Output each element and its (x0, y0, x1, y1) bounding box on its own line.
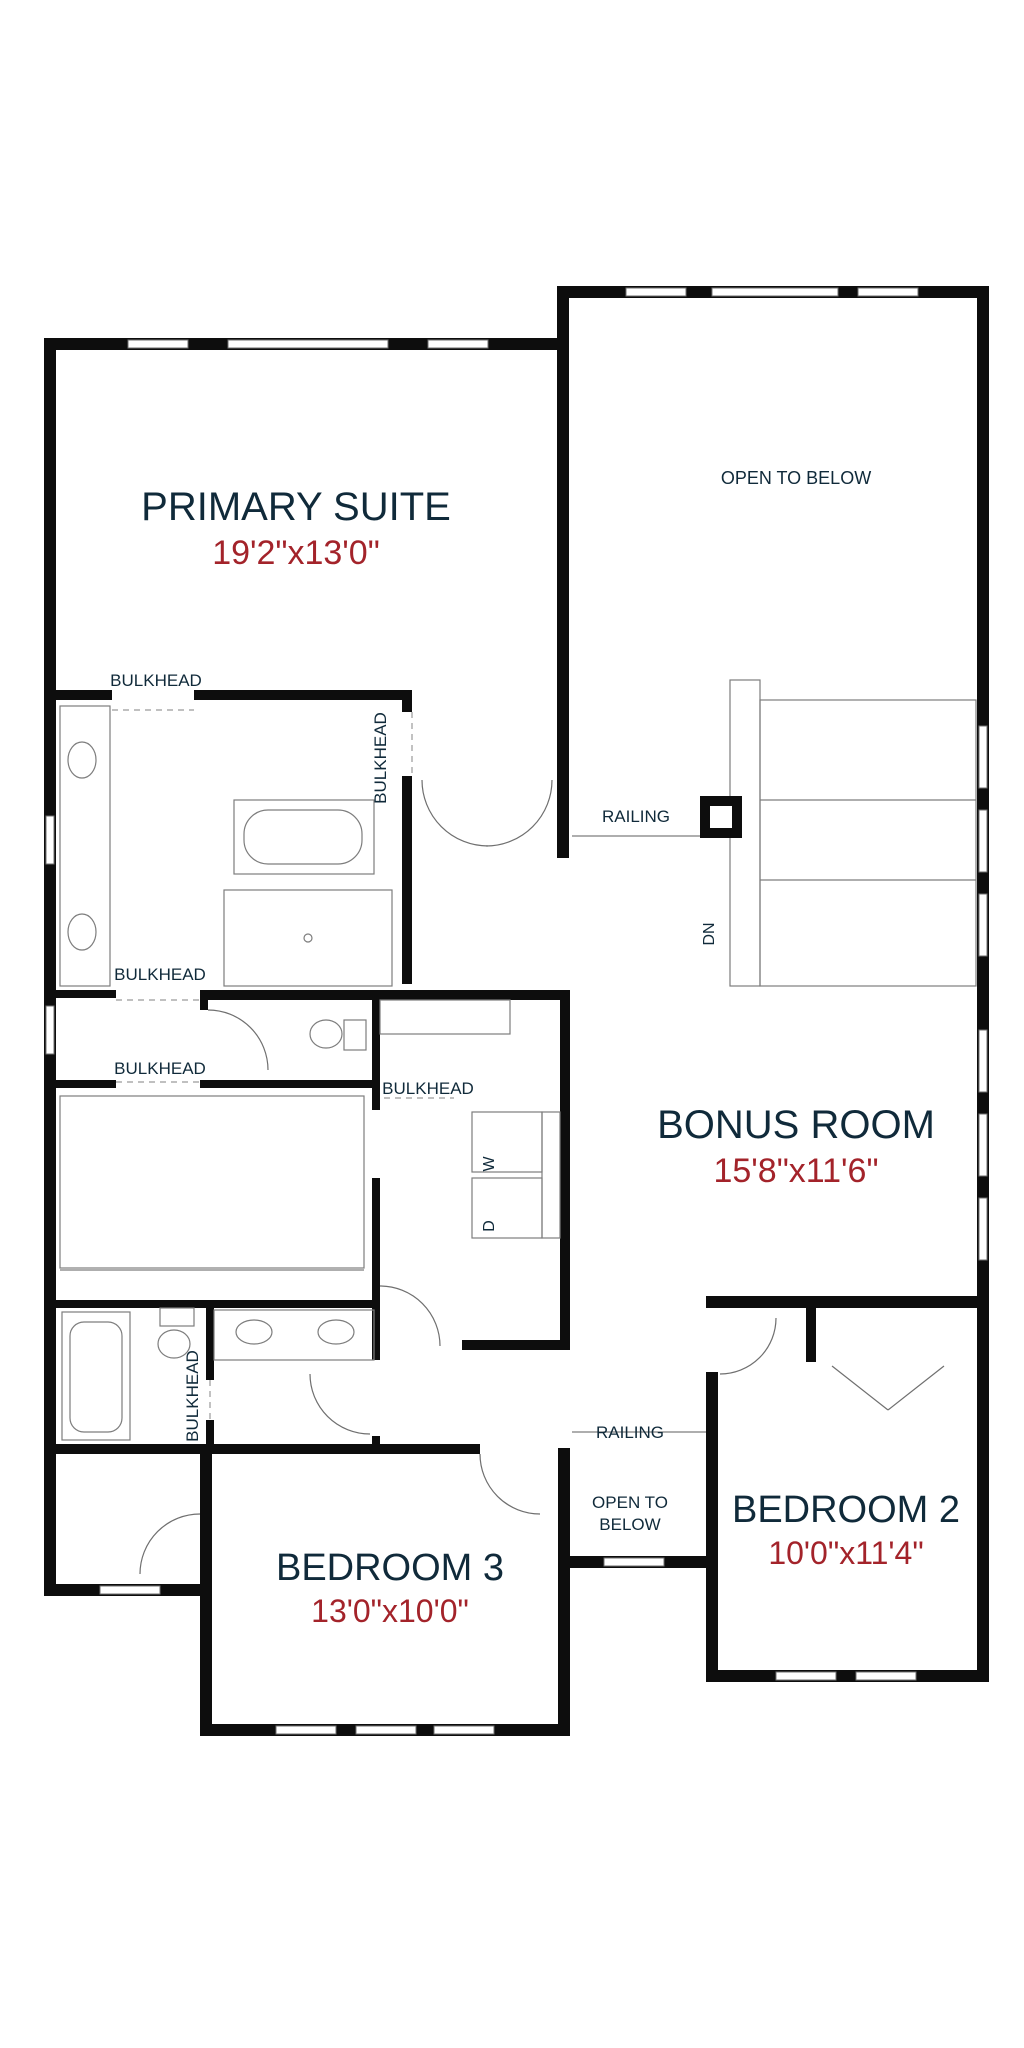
bulkhead-label-1: BULKHEAD (110, 671, 202, 690)
bulkhead-label-3: BULKHEAD (114, 1059, 206, 1078)
primary-suite-name: PRIMARY SUITE (141, 485, 451, 529)
open-to-below-small-line-1: OPEN TO (592, 1493, 668, 1512)
bulkhead-label-4: BULKHEAD (382, 1079, 474, 1098)
bulkhead-label-2: BULKHEAD (114, 965, 206, 984)
railing-label-upper: RAILING (602, 807, 670, 826)
stairs-down-label: DN (701, 922, 718, 945)
door-swings (139, 779, 945, 1575)
bedroom-3-dims: 13'0"x10'0" (311, 1593, 469, 1629)
bonus-room-dims: 15'8"x11'6" (713, 1152, 878, 1190)
dryer-label: D (481, 1220, 498, 1232)
bulkhead-label-vertical-1: BULKHEAD (371, 712, 390, 804)
open-to-below-small-line-2: BELOW (599, 1515, 660, 1534)
fixtures (59, 679, 977, 1441)
bonus-room-name: BONUS ROOM (657, 1103, 935, 1147)
interior-walls (56, 690, 816, 1594)
open-to-below-label: OPEN TO BELOW (721, 468, 871, 488)
bedroom-2-name: BEDROOM 2 (732, 1489, 960, 1531)
bedroom-3-name: BEDROOM 3 (276, 1547, 504, 1589)
bedroom-2-dims: 10'0"x11'4" (768, 1535, 923, 1571)
railing-label-lower: RAILING (596, 1423, 664, 1442)
bulkhead-label-vertical-2: BULKHEAD (183, 1350, 202, 1442)
bulkhead-lines (112, 709, 454, 1420)
primary-suite-dims: 19'2"x13'0" (212, 534, 380, 572)
windows (45, 287, 988, 1735)
washer-label: W (481, 1156, 498, 1172)
